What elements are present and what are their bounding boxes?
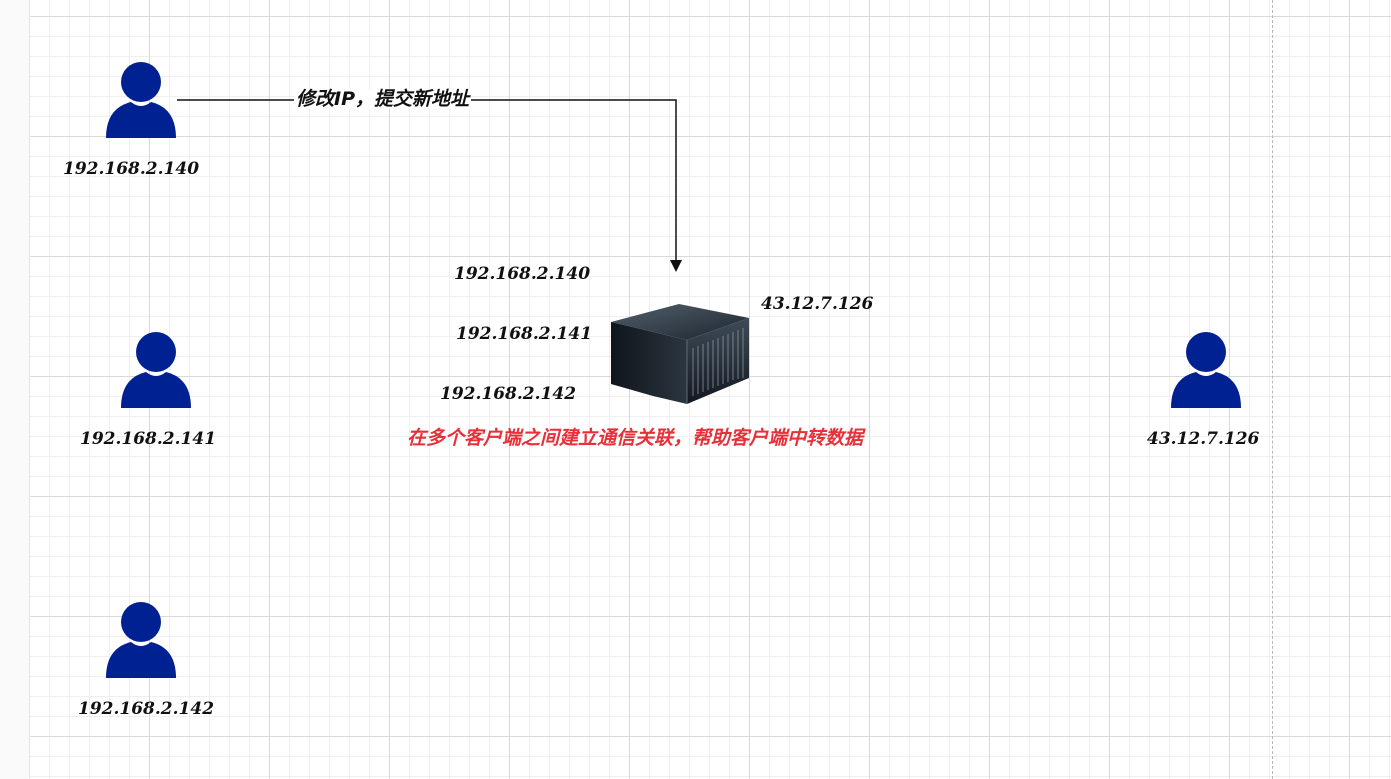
server-ip-label: 192.168.2.141 [456,324,593,344]
left-ruler [0,0,30,779]
connector-line[interactable] [177,99,677,262]
arrow-head-icon [670,260,682,272]
user-icon[interactable] [1170,330,1242,408]
server-rack-icon[interactable] [597,300,753,406]
remote-ip-label: 43.12.7.126 [1147,429,1260,449]
client-ip-label: 192.168.2.140 [63,159,200,179]
client-ip-label: 192.168.2.142 [78,699,215,719]
user-icon[interactable] [105,600,177,678]
server-ip-label: 192.168.2.142 [440,384,577,404]
server-ip-label: 192.168.2.140 [454,264,591,284]
connector-label[interactable]: 修改IP，提交新地址 [294,88,471,110]
server-public-ip-label: 43.12.7.126 [761,294,874,314]
client-ip-label: 192.168.2.141 [80,429,217,449]
user-icon[interactable] [120,330,192,408]
page-boundary-line [1272,0,1273,779]
user-icon[interactable] [105,60,177,138]
server-description-note: 在多个客户端之间建立通信关联，帮助客户端中转数据 [407,427,864,449]
